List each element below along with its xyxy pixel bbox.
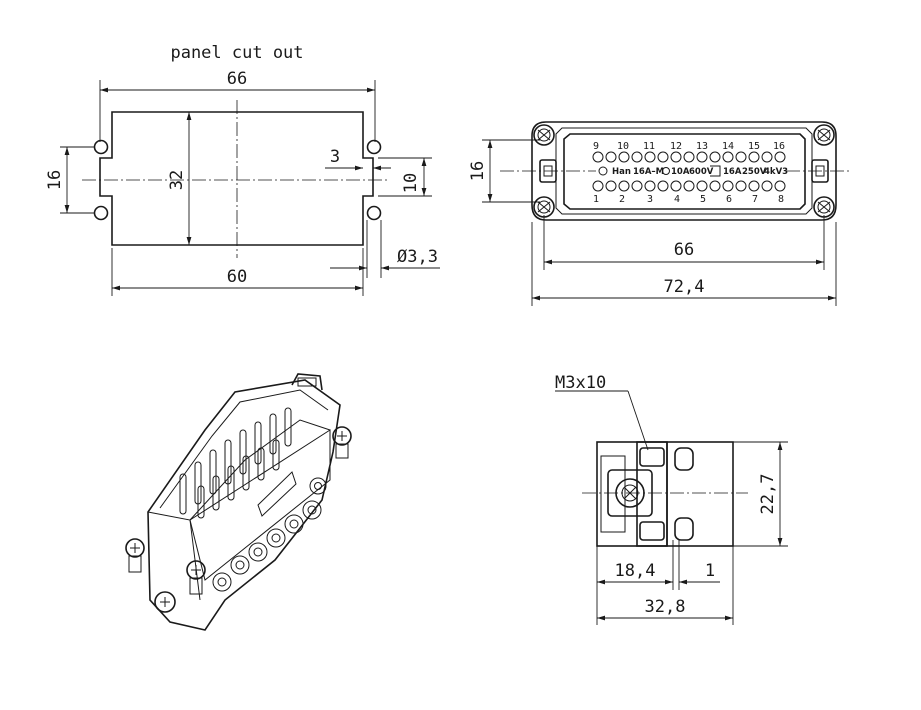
dim-16-hole-label: 16: [45, 170, 65, 190]
marking-rating-3: 16A: [723, 167, 742, 177]
isometric-view: [125, 373, 352, 631]
front-housing-outline: [531, 121, 837, 221]
dim-22-7-label: 22,7: [758, 474, 778, 515]
corner-screw-tl: [533, 124, 555, 146]
ul-mark-icon: [710, 165, 721, 177]
mounting-hole-bottom-left: [93, 205, 109, 221]
marking-rating-4: 250V: [742, 167, 767, 177]
pin-label-9: 9: [593, 141, 599, 152]
mounting-hole-top-right: [366, 139, 382, 155]
dim-10-label: 10: [401, 173, 421, 193]
pin-label-2: 2: [619, 194, 625, 205]
pin-label-13: 13: [696, 141, 708, 152]
pin-label-16: 16: [773, 141, 785, 152]
pin-row-top: [592, 151, 786, 163]
side-view: M3x10 22,7 18,4 1 32,8: [555, 373, 788, 625]
mounting-hole-top-left: [93, 139, 109, 155]
marking-rating-2: 600V: [689, 167, 714, 177]
pin-label-8: 8: [778, 194, 784, 205]
panel-cutout-title: panel cut out: [170, 43, 303, 63]
cutout-outline: [99, 111, 374, 246]
corner-screw-tr: [813, 124, 835, 146]
pin-label-12: 12: [670, 141, 682, 152]
dim-32-8-label: 32,8: [645, 597, 686, 617]
pin-label-3: 3: [647, 194, 653, 205]
marking-rating-5: 4kV3: [764, 167, 788, 177]
pin-label-14: 14: [722, 141, 734, 152]
screw-label: M3x10: [555, 373, 606, 393]
dim-1-label: 1: [705, 561, 715, 581]
pin-label-11: 11: [643, 141, 655, 152]
dim-hole-diameter-label: Ø3,3: [397, 247, 438, 267]
dim-16-front-label: 16: [468, 161, 488, 181]
panel-cutout-view: panel cut out 66 32 16 3 10: [45, 43, 440, 296]
pin-row-bottom: [592, 180, 786, 192]
dim-3-label: 3: [330, 147, 340, 167]
marking-rating-1: 10A: [671, 167, 690, 177]
pin-label-5: 5: [700, 194, 706, 205]
pin-label-4: 4: [674, 194, 680, 205]
iso-mounting-screws: [125, 426, 352, 613]
side-body-outline: [596, 441, 734, 547]
pin-label-15: 15: [748, 141, 760, 152]
dim-72-4-label: 72,4: [664, 277, 705, 297]
pin-label-1: 1: [593, 194, 599, 205]
dim-18-4-label: 18,4: [615, 561, 656, 581]
pin-label-6: 6: [726, 194, 732, 205]
pin-label-10: 10: [617, 141, 629, 152]
ground-symbol-icon: [598, 166, 608, 176]
pin-label-7: 7: [752, 194, 758, 205]
dim-32-label: 32: [167, 170, 187, 190]
marking-model: 16A–M: [633, 167, 664, 177]
dim-60-label: 60: [227, 267, 247, 287]
dim-66-front-label: 66: [674, 240, 694, 260]
cert-mark-icon: [662, 167, 670, 175]
mounting-hole-bottom-right: [366, 205, 382, 221]
front-view: 9 10 11 12 13 14 15 16 1 2 3 4 5 6 7 8 H…: [468, 121, 852, 306]
marking-brand: Han: [612, 167, 631, 177]
dim-66-panel-label: 66: [227, 69, 247, 89]
